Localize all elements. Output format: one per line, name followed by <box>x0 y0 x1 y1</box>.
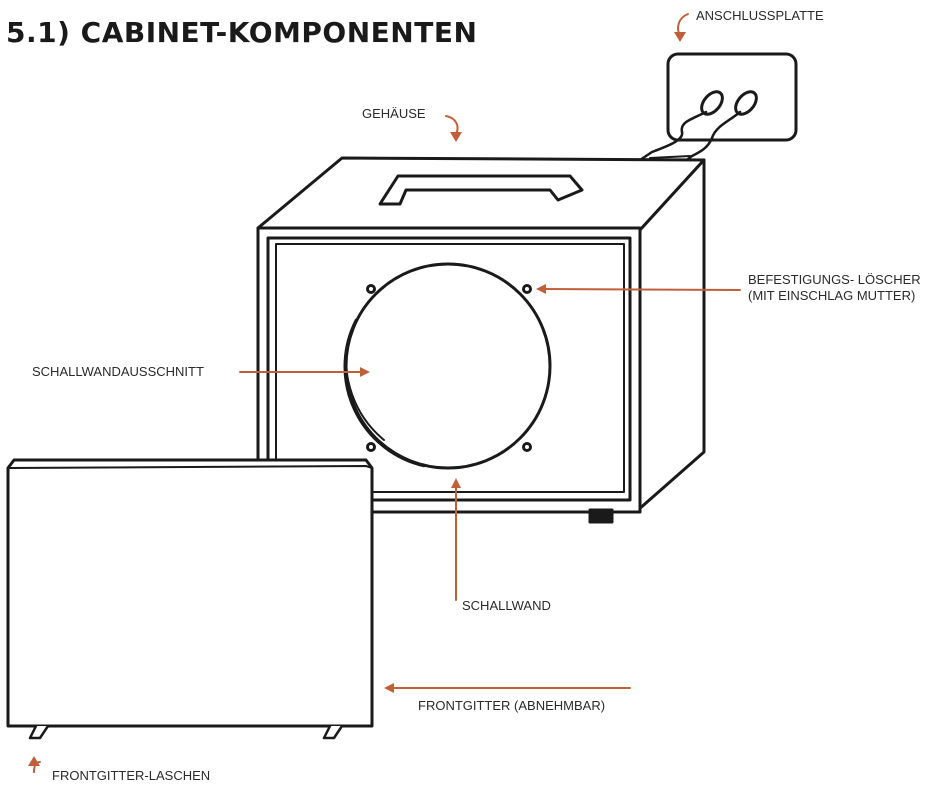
label-laschen: FRONTGITTER-LASCHEN <box>52 768 211 783</box>
label-schallwand: SCHALLWAND <box>462 598 551 613</box>
label-frontgitter: FRONTGITTER (ABNEHMBAR) <box>418 698 606 713</box>
connection-plate <box>638 52 798 164</box>
label-befestigung-line1: BEFESTIGUNGS- LÖSCHER <box>748 272 921 287</box>
page-title: 5.1) CABINET-KOMPONENTEN <box>6 16 478 49</box>
label-befestigung-line2: (MIT EINSCHLAG MUTTER) <box>748 288 916 303</box>
label-anschlussplatte: ANSCHLUSSPLATTE <box>696 8 824 23</box>
arrow-befestigung <box>543 288 741 291</box>
label-ausschnitt: SCHALLWANDAUSSCHNITT <box>32 364 204 379</box>
label-gehaeuse: GEHÄUSE <box>362 106 426 121</box>
front-grille <box>6 458 374 740</box>
baffle-cutout <box>343 262 552 470</box>
arrow-gehaeuse <box>445 115 459 135</box>
